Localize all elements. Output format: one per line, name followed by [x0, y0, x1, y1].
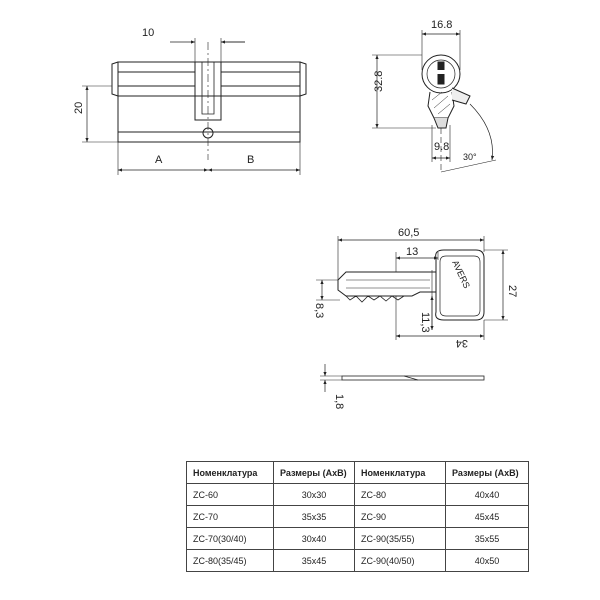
cylinder-right-cap	[299, 61, 307, 97]
cylinder-front-view	[82, 38, 307, 175]
cam-lever	[451, 87, 471, 105]
cell-size: 30х30	[273, 483, 355, 506]
dim-label-8-3: 8,3	[313, 303, 325, 318]
key-drawing	[316, 236, 508, 340]
cell-size: 35х55	[445, 527, 529, 550]
dim-label-angle: 30°	[463, 152, 477, 162]
cam-slot	[194, 62, 222, 121]
cell-model: ZC-70(30/40)	[186, 527, 274, 550]
key-blade	[337, 271, 436, 297]
dim-label-10: 10	[142, 27, 154, 39]
dim-label-32-8: 32.8	[373, 71, 385, 92]
dim-label-13: 13	[406, 246, 418, 258]
table-row: ZC-70(30/40) 30х40 ZC-90(35/55) 35х55	[186, 527, 529, 550]
dim-label-1-8: 1,8	[333, 394, 345, 409]
cell-model: ZC-90	[354, 505, 446, 528]
key-teeth	[345, 295, 405, 303]
key-thickness-profile	[341, 375, 485, 381]
dim-label-20: 20	[73, 102, 85, 114]
dim-label-27: 27	[506, 285, 518, 297]
sizes-table: Номенклатура Размеры (АхВ) Номенклатура …	[186, 461, 529, 572]
cell-size: 45х45	[445, 505, 529, 528]
dim-label-b: B	[247, 154, 254, 166]
table-row: ZC-80(35/45) 35х45 ZC-90(40/50) 40х50	[186, 549, 529, 572]
cam-bottom	[433, 117, 449, 129]
cell-model: ZC-70	[186, 505, 274, 528]
key-brand-logo: AVERS	[450, 259, 472, 290]
dim-label-34: 34	[456, 337, 468, 349]
cell-size: 30х40	[273, 527, 355, 550]
col-header-sizes-1: Размеры (АхВ)	[273, 461, 355, 484]
key-thickness-view	[320, 364, 485, 392]
cell-model: ZC-90(40/50)	[354, 549, 446, 572]
dim-label-16-8: 16.8	[431, 19, 452, 31]
col-header-nomenclature-2: Номенклатура	[354, 461, 446, 484]
dim-label-a: A	[155, 154, 163, 166]
col-header-sizes-2: Размеры (АхВ)	[445, 461, 529, 484]
cell-size: 35х35	[273, 505, 355, 528]
cylinder-body-outline	[117, 61, 301, 97]
cell-model: ZC-60	[186, 483, 274, 506]
dim-label-11-3: 11,3	[419, 312, 431, 333]
cell-size: 40х40	[445, 483, 529, 506]
key-head	[435, 249, 485, 321]
cylinder-profile	[427, 91, 455, 119]
table-row: ZC-60 30х30 ZC-80 40х40	[186, 483, 529, 506]
cell-model: ZC-80(35/45)	[186, 549, 274, 572]
dim-label-60-5: 60,5	[398, 227, 419, 239]
cylinder-left-cap	[111, 61, 119, 97]
table-header-row: Номенклатура Размеры (АхВ) Номенклатура …	[186, 461, 529, 484]
cell-size: 35х45	[273, 549, 355, 572]
table-row: ZC-70 35х35 ZC-90 45х45	[186, 505, 529, 528]
cell-model: ZC-90(35/55)	[354, 527, 446, 550]
col-header-nomenclature-1: Номенклатура	[186, 461, 274, 484]
cell-size: 40х50	[445, 549, 529, 572]
angle-arc	[469, 103, 495, 161]
cylinder-side-view	[372, 30, 497, 173]
cylinder-lower-body	[117, 96, 301, 143]
dim-label-9-8: 9.8	[434, 141, 449, 153]
cell-model: ZC-80	[354, 483, 446, 506]
